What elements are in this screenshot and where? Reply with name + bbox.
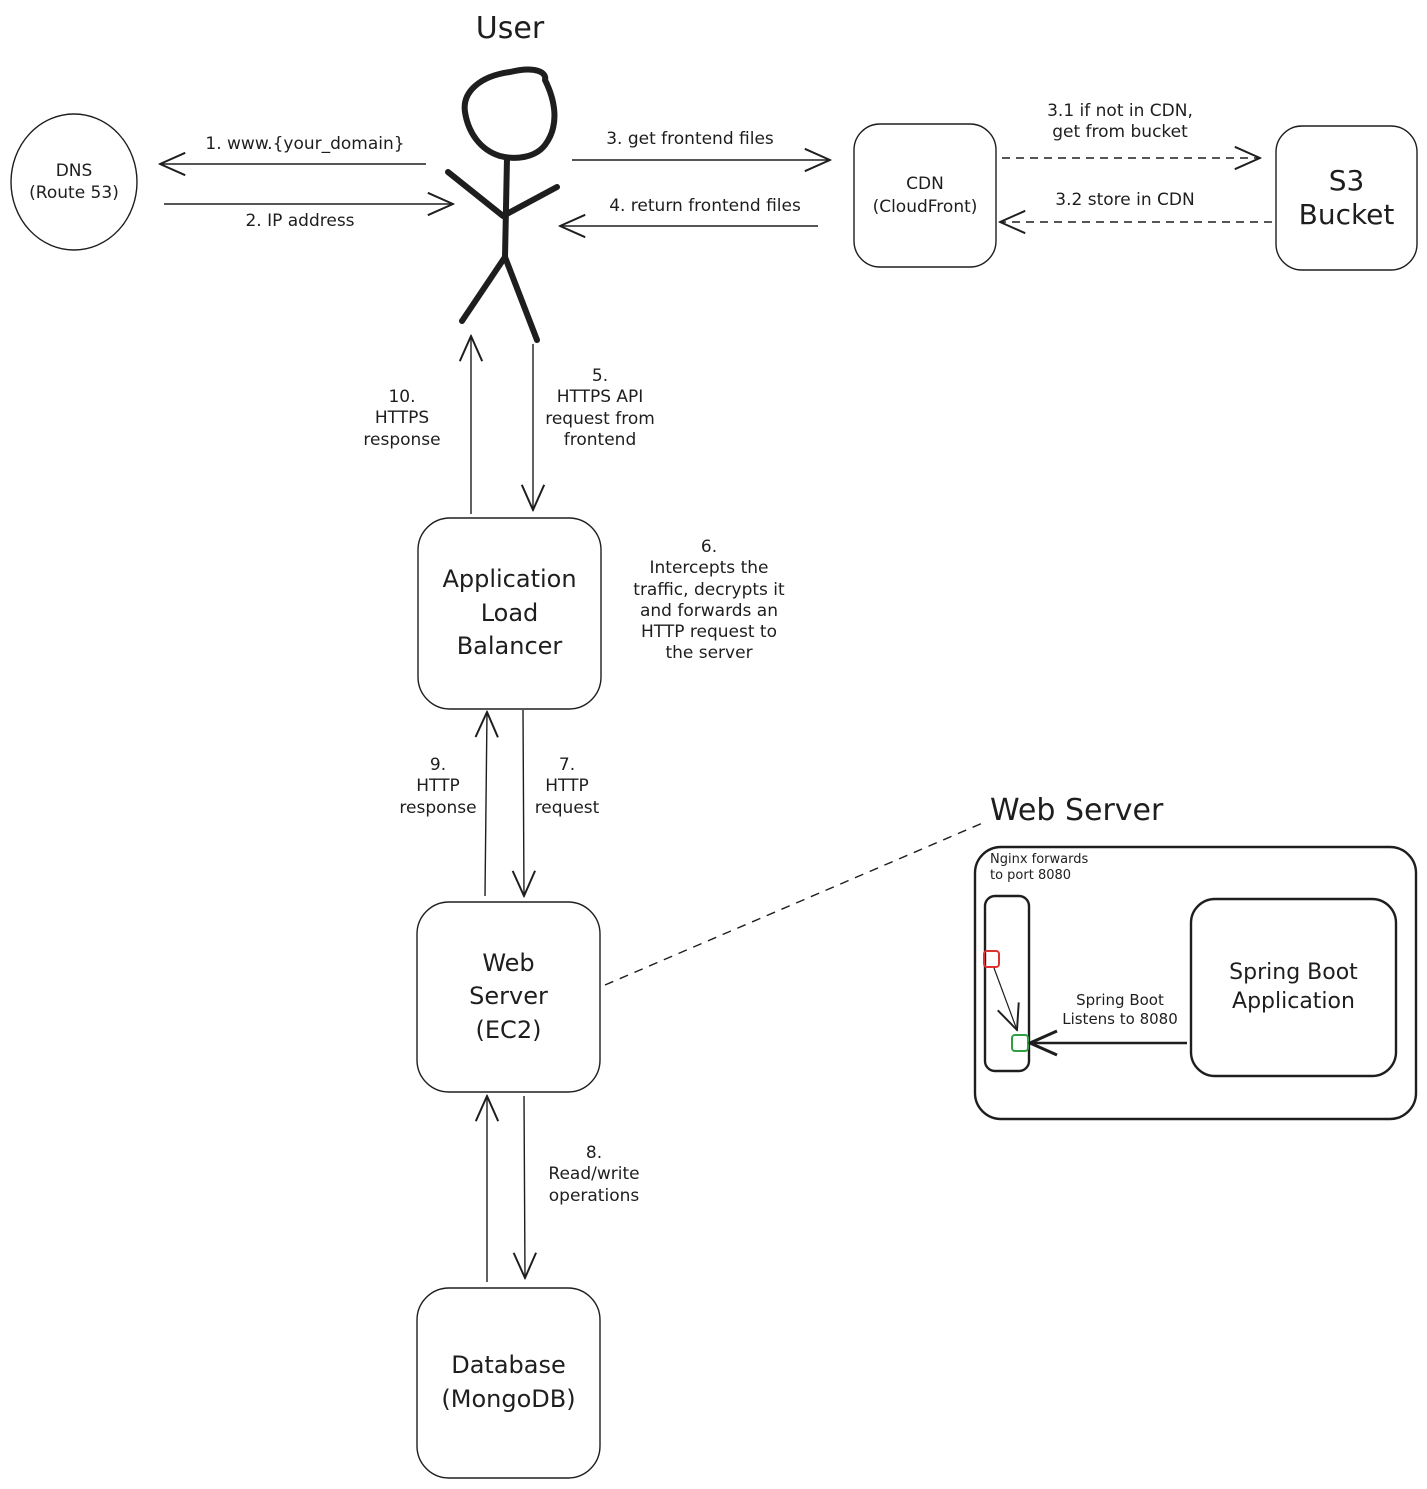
nginx-forward-arrow xyxy=(993,967,1017,1030)
database-label: Database (MongoDB) xyxy=(441,1351,576,1413)
port-out-icon xyxy=(1011,1034,1029,1052)
webserver-node[interactable] xyxy=(416,901,601,1093)
spring-boot-label: Spring Boot Application xyxy=(1229,959,1358,1014)
alb-node[interactable] xyxy=(417,517,602,710)
edge-10-label: 10. HTTPS response xyxy=(363,387,441,450)
user-title: User xyxy=(475,11,545,46)
database-node[interactable] xyxy=(416,1287,601,1479)
nginx-box[interactable] xyxy=(983,894,1031,1073)
dns-node[interactable] xyxy=(10,113,138,251)
dns-label: DNS (Route 53) xyxy=(29,160,119,203)
edge-7-arrow[interactable] xyxy=(523,709,524,896)
edge-8-label: 8. Read/write operations xyxy=(548,1143,640,1206)
detail-title: Web Server xyxy=(990,793,1164,828)
stick-figure-icon[interactable] xyxy=(445,66,560,343)
s3-label: S3 Bucket xyxy=(1298,164,1395,231)
edge-6-label: 6. Intercepts the traffic, decrypts it a… xyxy=(633,537,785,664)
webserver-detail-container[interactable] xyxy=(973,845,1418,1121)
edge-3-1-label: 3.1 if not in CDN, get from bucket xyxy=(1047,101,1193,143)
edge-3-label: 3. get frontend files xyxy=(606,129,774,149)
edge-3-2-label: 3.2 store in CDN xyxy=(1055,190,1195,210)
cdn-node[interactable] xyxy=(853,123,997,268)
edge-1-label: 1. www.{your_domain} xyxy=(205,134,405,154)
nginx-label: Nginx forwards to port 8080 xyxy=(990,852,1089,884)
edge-5-label: 5. HTTPS API request from frontend xyxy=(545,366,655,450)
s3-node[interactable] xyxy=(1275,125,1418,271)
edge-2-label: 2. IP address xyxy=(245,211,355,231)
edge-4-label: 4. return frontend files xyxy=(609,196,801,216)
webserver-label: Web Server (EC2) xyxy=(469,948,548,1044)
port-in-icon xyxy=(983,950,1000,968)
edge-9-arrow[interactable] xyxy=(485,712,487,897)
edge-9-label: 9. HTTP response xyxy=(399,755,477,818)
detail-connector xyxy=(604,821,986,986)
edge-8-arrow[interactable] xyxy=(524,1095,525,1278)
alb-label: Application Load Balancer xyxy=(442,565,577,661)
edge-7-label: 7. HTTP request xyxy=(534,755,600,818)
cdn-label: CDN (CloudFront) xyxy=(872,174,978,217)
listen-label: Spring Boot Listens to 8080 xyxy=(1062,991,1178,1028)
spring-boot-box[interactable] xyxy=(1189,897,1398,1078)
